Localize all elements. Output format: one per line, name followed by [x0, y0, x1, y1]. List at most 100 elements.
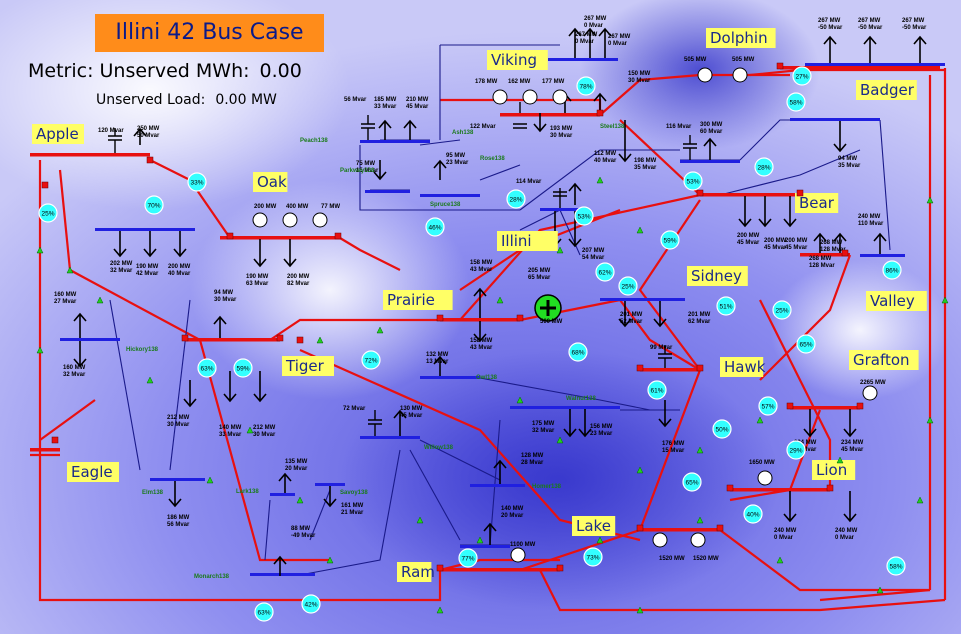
- bus-apple[interactable]: [30, 153, 150, 157]
- area-label[interactable]: Lion: [812, 460, 855, 480]
- area-label[interactable]: Ram: [397, 562, 435, 582]
- bus-name-label[interactable]: Peach138: [300, 138, 328, 144]
- loading-gauge[interactable]: 51%: [717, 297, 735, 315]
- loading-gauge[interactable]: 59%: [661, 231, 679, 249]
- breaker-icon[interactable]: [697, 365, 703, 371]
- breaker-icon[interactable]: [597, 110, 603, 116]
- loading-gauge[interactable]: 58%: [887, 557, 905, 575]
- area-label[interactable]: Viking: [487, 50, 548, 70]
- loading-gauge[interactable]: 58%: [787, 93, 805, 111]
- generator-icon[interactable]: [698, 68, 712, 82]
- bus-lake[interactable]: [640, 528, 720, 532]
- loading-gauge[interactable]: 65%: [683, 473, 701, 491]
- bus-name-label[interactable]: Monarch138: [194, 574, 230, 580]
- bus-name-label[interactable]: Rose138: [480, 156, 505, 162]
- breaker-icon[interactable]: [147, 157, 153, 163]
- breaker-icon[interactable]: [787, 403, 793, 409]
- area-label[interactable]: Lake: [572, 516, 615, 536]
- bus-badger-mid[interactable]: [790, 118, 880, 121]
- breaker-icon[interactable]: [297, 337, 303, 343]
- bus-sidney[interactable]: [600, 298, 685, 301]
- bus-lion[interactable]: [730, 488, 830, 492]
- loading-gauge[interactable]: 70%: [145, 196, 163, 214]
- bus-name-label[interactable]: Steel138: [600, 124, 625, 130]
- generator-icon[interactable]: [653, 533, 667, 547]
- breaker-icon[interactable]: [777, 63, 783, 69]
- bus-steel138[interactable]: [680, 160, 740, 163]
- area-label[interactable]: Sidney: [687, 266, 748, 286]
- bus-ram[interactable]: [440, 568, 560, 572]
- breaker-icon[interactable]: [277, 335, 283, 341]
- generator-icon[interactable]: [313, 213, 327, 227]
- generator-icon[interactable]: [523, 90, 537, 104]
- bus-willow138[interactable]: [360, 436, 420, 439]
- breaker-icon[interactable]: [182, 335, 188, 341]
- breaker-icon[interactable]: [637, 525, 643, 531]
- bus-name-label[interactable]: Owl138: [476, 375, 498, 381]
- area-label[interactable]: Illini: [497, 231, 558, 251]
- breaker-icon[interactable]: [42, 182, 48, 188]
- loading-gauge[interactable]: 63%: [255, 603, 273, 621]
- bus-name-label[interactable]: Willow138: [424, 445, 454, 451]
- loading-gauge[interactable]: 53%: [684, 172, 702, 190]
- breaker-icon[interactable]: [437, 565, 443, 571]
- bus-tiger[interactable]: [185, 338, 280, 342]
- area-label[interactable]: Dolphin: [706, 28, 776, 48]
- breaker-icon[interactable]: [717, 525, 723, 531]
- area-label[interactable]: Apple: [32, 124, 84, 144]
- loading-gauge[interactable]: 57%: [759, 397, 777, 415]
- breaker-icon[interactable]: [637, 365, 643, 371]
- loading-gauge[interactable]: 72%: [362, 351, 380, 369]
- breaker-icon[interactable]: [857, 403, 863, 409]
- loading-gauge[interactable]: 27%: [793, 67, 811, 85]
- loading-gauge[interactable]: 46%: [426, 218, 444, 236]
- bus-valley-low[interactable]: [860, 254, 905, 257]
- bus-viking[interactable]: [500, 113, 600, 117]
- loading-gauge[interactable]: 50%: [713, 420, 731, 438]
- generator-icon[interactable]: [553, 90, 567, 104]
- loading-gauge[interactable]: 25%: [39, 204, 57, 222]
- bus-spruce138[interactable]: [420, 194, 480, 197]
- area-label[interactable]: Oak: [253, 172, 287, 192]
- area-label[interactable]: Prairie: [383, 290, 453, 310]
- loading-gauge[interactable]: 25%: [773, 301, 791, 319]
- loading-gauge[interactable]: 25%: [619, 277, 637, 295]
- bus-name-label[interactable]: Spruce138: [430, 202, 461, 208]
- bus-name-label[interactable]: Walnut138: [566, 396, 596, 402]
- loading-gauge[interactable]: 68%: [569, 343, 587, 361]
- bus-name-label[interactable]: Homer138: [532, 484, 562, 490]
- loading-gauge[interactable]: 40%: [744, 505, 762, 523]
- generator-icon[interactable]: [691, 533, 705, 547]
- breaker-icon[interactable]: [727, 485, 733, 491]
- bus-viking-top[interactable]: [548, 58, 618, 61]
- loading-gauge[interactable]: 63%: [198, 359, 216, 377]
- generator-icon[interactable]: [758, 471, 772, 485]
- bus-homer138[interactable]: [470, 484, 525, 487]
- loading-gauge[interactable]: 53%: [575, 207, 593, 225]
- bus-bear[interactable]: [700, 193, 800, 197]
- loading-gauge[interactable]: 73%: [584, 548, 602, 566]
- loading-gauge[interactable]: 65%: [797, 335, 815, 353]
- generator-icon[interactable]: [253, 213, 267, 227]
- loading-gauge[interactable]: 42%: [302, 595, 320, 613]
- bus-apple-low[interactable]: [95, 228, 195, 231]
- bus-hawk[interactable]: [640, 368, 700, 372]
- loading-gauge[interactable]: 28%: [755, 158, 773, 176]
- bus-lark138[interactable]: [270, 493, 295, 496]
- loading-gauge[interactable]: 77%: [459, 549, 477, 567]
- loading-gauge[interactable]: 59%: [234, 359, 252, 377]
- breaker-icon[interactable]: [827, 485, 833, 491]
- loading-gauge[interactable]: 62%: [596, 263, 614, 281]
- area-label[interactable]: Tiger: [282, 356, 334, 376]
- breaker-icon[interactable]: [517, 315, 523, 321]
- bus-eagle[interactable]: [30, 448, 60, 452]
- bus-walnut138[interactable]: [510, 406, 620, 409]
- bus-monarch138[interactable]: [250, 573, 315, 576]
- area-label[interactable]: Valley: [866, 291, 927, 311]
- loading-gauge[interactable]: 28%: [507, 190, 525, 208]
- breaker-icon[interactable]: [797, 190, 803, 196]
- area-label[interactable]: Grafton: [849, 350, 919, 370]
- bus-oak[interactable]: [220, 236, 340, 240]
- bus-name-label[interactable]: Ash138: [452, 130, 474, 136]
- breaker-icon[interactable]: [557, 565, 563, 571]
